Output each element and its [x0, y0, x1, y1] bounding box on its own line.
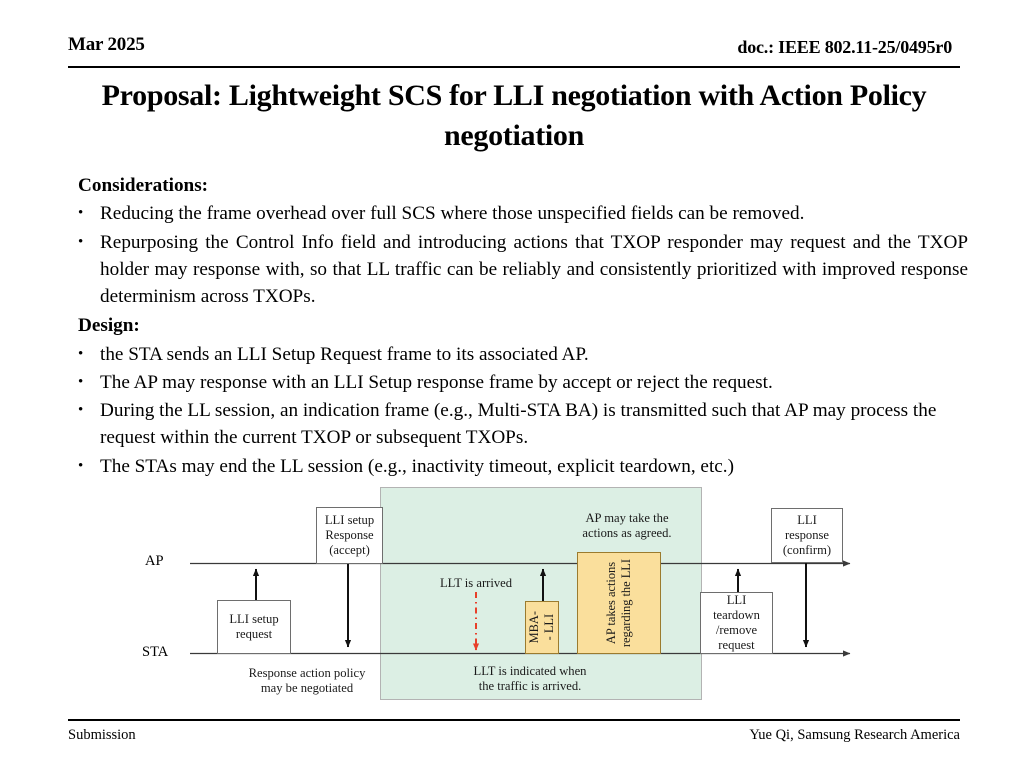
footer-divider [68, 719, 960, 721]
bullet-marker: • [78, 233, 84, 250]
actionbox-ap-takes-actions[interactable]: AP takes actions regarding the LLI [577, 552, 661, 654]
msgbox-lli-response-confirm[interactable]: LLI response (confirm) [771, 508, 843, 563]
considerations-heading: Considerations: [78, 175, 209, 196]
bullet-marker: • [78, 457, 84, 474]
list-item: • During the LL session, an indication f… [78, 397, 968, 452]
bullet-marker: • [78, 345, 84, 362]
design-text-4: The STAs may end the LL session (e.g., i… [100, 455, 734, 477]
header-divider [68, 66, 960, 68]
caption-ap-may-take-actions: AP may take the actions as agreed. [582, 511, 672, 541]
list-item: • the STA sends an LLI Setup Request fra… [78, 341, 968, 368]
actionbox-ap-takes-actions-label: AP takes actions regarding the LLI [603, 558, 633, 648]
slide-body: Considerations: • Reducing the frame ove… [78, 172, 968, 481]
lane-label-ap: AP [145, 553, 164, 569]
slide-header: Mar 2025 doc.: IEEE 802.11-25/0495r0 [68, 34, 960, 66]
caption-response-action-policy: Response action policy may be negotiated [248, 666, 366, 696]
consideration-text-1: Reducing the frame overhead over full SC… [100, 203, 805, 225]
list-item: • The STAs may end the LL session (e.g.,… [78, 453, 968, 480]
list-item: • Reducing the frame overhead over full … [78, 200, 968, 227]
design-text-3: During the LL session, an indication fra… [100, 400, 937, 449]
list-item: • The AP may response with an LLI Setup … [78, 369, 968, 396]
header-doc-number: doc.: IEEE 802.11-25/0495r0 [737, 37, 952, 57]
footer-right: Yue Qi, Samsung Research America [749, 727, 960, 743]
caption-llt-is-indicated: LLT is indicated when the traffic is arr… [473, 664, 587, 694]
list-item: • Repurposing the Control Info field and… [78, 229, 968, 311]
bullet-marker: • [78, 205, 84, 222]
actionbox-mba-lli-label: MBA- - LLI [526, 611, 556, 644]
design-heading: Design: [78, 315, 140, 337]
bullet-marker: • [78, 373, 84, 390]
design-text-1: the STA sends an LLI Setup Request frame… [100, 343, 589, 365]
consideration-text-2: Repurposing the Control Info field and i… [100, 231, 968, 308]
lane-label-sta: STA [142, 644, 169, 660]
page-title: Proposal: Lightweight SCS for LLI negoti… [101, 79, 927, 152]
msgbox-lli-setup-request[interactable]: LLI setup request [217, 600, 291, 654]
msgbox-lli-teardown-request[interactable]: LLI teardown /remove request [700, 592, 773, 654]
footer-left: Submission [68, 727, 136, 743]
design-text-2: The AP may response with an LLI Setup re… [100, 371, 773, 393]
actionbox-mba-lli[interactable]: MBA- - LLI [525, 601, 559, 654]
bullet-marker: • [78, 402, 84, 419]
caption-llt-is-arrived: LLT is arrived [439, 576, 513, 590]
msgbox-lli-setup-response[interactable]: LLI setup Response (accept) [316, 507, 383, 564]
header-date: Mar 2025 [68, 34, 145, 55]
